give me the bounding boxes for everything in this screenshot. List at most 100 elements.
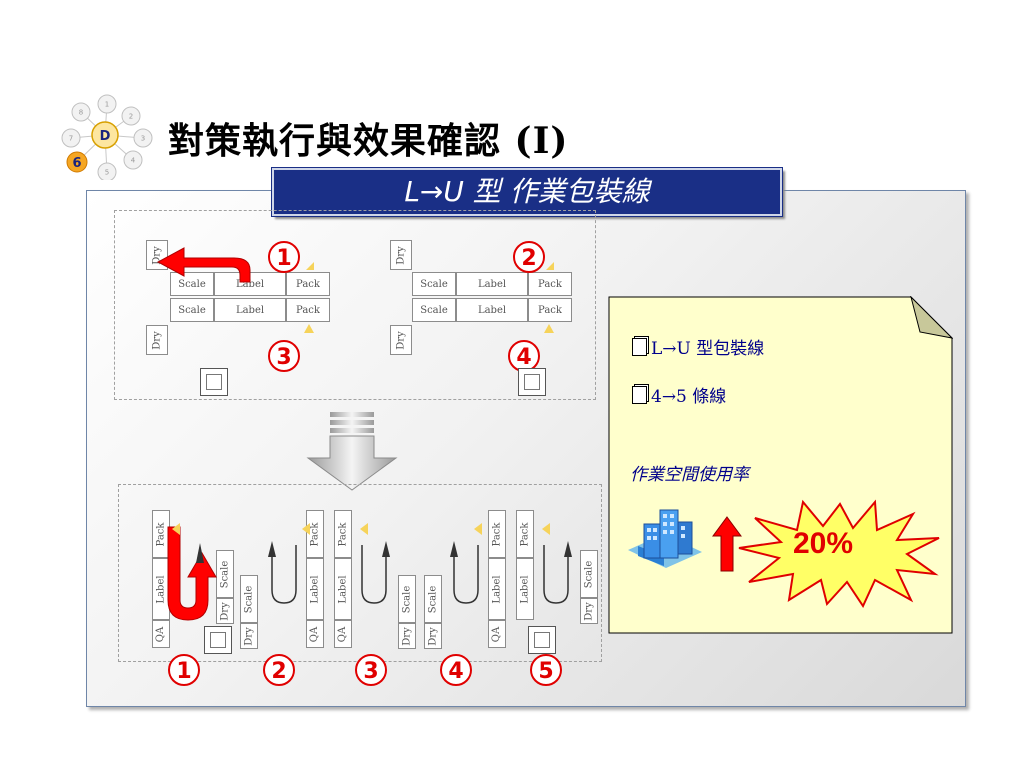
- pack-cell: Pack: [306, 510, 324, 558]
- workstation-box: [204, 626, 232, 654]
- step-marker-1: 1: [168, 654, 200, 686]
- starburst-icon: [738, 499, 940, 608]
- dry-label: Dry: [427, 626, 439, 646]
- logo-number-4: 4: [131, 157, 136, 165]
- pack-label: Pack: [538, 304, 562, 316]
- logo-number-5: 5: [105, 169, 109, 177]
- logo-center-letter: D: [100, 129, 111, 144]
- logo-graphic: 1 2 3 4 5 7 8 D 6: [61, 94, 153, 182]
- scale-cell: Scale: [398, 575, 416, 623]
- logo: 1 2 3 4 5 7 8 D 6: [55, 90, 165, 182]
- step-marker-5: 5: [530, 654, 562, 686]
- scale-cell: Scale: [216, 550, 234, 598]
- building-icon: [628, 509, 702, 568]
- logo-number-2: 2: [129, 113, 133, 121]
- label-cell: Label: [516, 558, 534, 620]
- note-line-3: 作業空間使用率: [630, 465, 749, 485]
- document-icon: [632, 386, 647, 404]
- u-flow-arrow-icon: [271, 545, 297, 604]
- pack-cell: Pack: [528, 298, 572, 322]
- scale-cell: Scale: [424, 575, 442, 623]
- pack-cell: Pack: [528, 272, 572, 296]
- scale-label: Scale: [178, 278, 206, 290]
- label-label: Label: [477, 304, 507, 316]
- label-label: Label: [235, 278, 265, 290]
- flow-triangle-icon: [542, 523, 550, 535]
- qa-cell: QA: [334, 620, 352, 648]
- logo-number-1: 1: [105, 101, 109, 109]
- pack-label: Pack: [296, 304, 320, 316]
- red-u-turn-arrow-icon: [167, 526, 217, 621]
- dry-cell: Dry: [390, 240, 412, 270]
- u-flow-arrow-icon: [361, 545, 387, 604]
- scale-cell: Scale: [412, 272, 456, 296]
- label-cell: Label: [488, 558, 506, 620]
- pack-cell: Pack: [334, 510, 352, 558]
- workstation-box: [528, 626, 556, 654]
- dry-cell: Dry: [240, 623, 258, 649]
- pack-label: Pack: [538, 278, 562, 290]
- dry-cell: Dry: [580, 598, 598, 624]
- dry-cell: Dry: [146, 325, 168, 355]
- transition-down-arrow-icon: [306, 412, 398, 491]
- scale-cell: Scale: [170, 272, 214, 296]
- red-turn-arrow-icon: [156, 247, 251, 283]
- pack-cell: Pack: [286, 298, 330, 322]
- flow-triangle-icon: [360, 523, 368, 535]
- document-icon: [632, 338, 647, 356]
- flow-triangle-icon: [302, 523, 310, 535]
- flow-triangle-icon: [304, 324, 314, 333]
- qa-label: QA: [155, 626, 167, 642]
- dry-cell: Dry: [390, 325, 412, 355]
- qa-label: QA: [337, 626, 349, 642]
- note-line-2: 4→5 條線: [632, 382, 726, 407]
- pack-cell: Pack: [286, 272, 330, 296]
- scale-label: Scale: [178, 304, 206, 316]
- dry-cell: Dry: [398, 623, 416, 649]
- logo-badge: 6: [72, 156, 81, 171]
- note-line-1: L→U 型包裝線: [632, 334, 764, 359]
- workstation-box: [518, 368, 546, 396]
- qa-cell: QA: [306, 620, 324, 648]
- scale-cell: Scale: [170, 298, 214, 322]
- top-flow-arrows: [156, 247, 554, 333]
- workstation-box: [200, 368, 228, 396]
- pack-cell: Pack: [488, 510, 506, 558]
- section-banner: L→U 型 作業包裝線: [271, 167, 783, 217]
- dry-cell: Dry: [216, 598, 234, 624]
- step-marker-2: 2: [513, 241, 545, 273]
- step-marker-3: 3: [355, 654, 387, 686]
- u-flow-arrow-icon: [453, 545, 479, 604]
- scale-cell: Scale: [580, 550, 598, 598]
- logo-number-7: 7: [69, 135, 73, 143]
- percentage-value: 20%: [793, 527, 854, 560]
- qa-label: QA: [491, 626, 503, 642]
- label-cell: Label: [456, 298, 528, 322]
- step-marker-1: 1: [268, 241, 300, 273]
- flow-triangle-icon: [546, 262, 554, 270]
- qa-label: QA: [309, 626, 321, 642]
- step-marker-3: 3: [268, 340, 300, 372]
- top-layout-area: [114, 210, 596, 400]
- label-cell: Label: [456, 272, 528, 296]
- pack-cell: Pack: [516, 510, 534, 558]
- pack-label: Pack: [296, 278, 320, 290]
- scale-cell: Scale: [240, 575, 258, 623]
- scale-label: Scale: [420, 304, 448, 316]
- dry-label: Dry: [243, 626, 255, 646]
- label-cell: Label: [306, 558, 324, 620]
- step-marker-4: 4: [440, 654, 472, 686]
- scale-label: Scale: [420, 278, 448, 290]
- flow-triangle-icon: [306, 262, 314, 270]
- u-flow-arrow-icon: [543, 545, 569, 604]
- flow-triangle-icon: [544, 324, 554, 333]
- logo-number-3: 3: [141, 135, 145, 143]
- page-title: 對策執行與效果確認 (I): [168, 120, 569, 162]
- logo-number-8: 8: [79, 109, 83, 117]
- label-cell: Label: [214, 298, 286, 322]
- label-label: Label: [477, 278, 507, 290]
- qa-cell: QA: [152, 620, 170, 648]
- bottom-flow-arrows: [167, 523, 572, 621]
- step-marker-2: 2: [263, 654, 295, 686]
- label-cell: Label: [334, 558, 352, 620]
